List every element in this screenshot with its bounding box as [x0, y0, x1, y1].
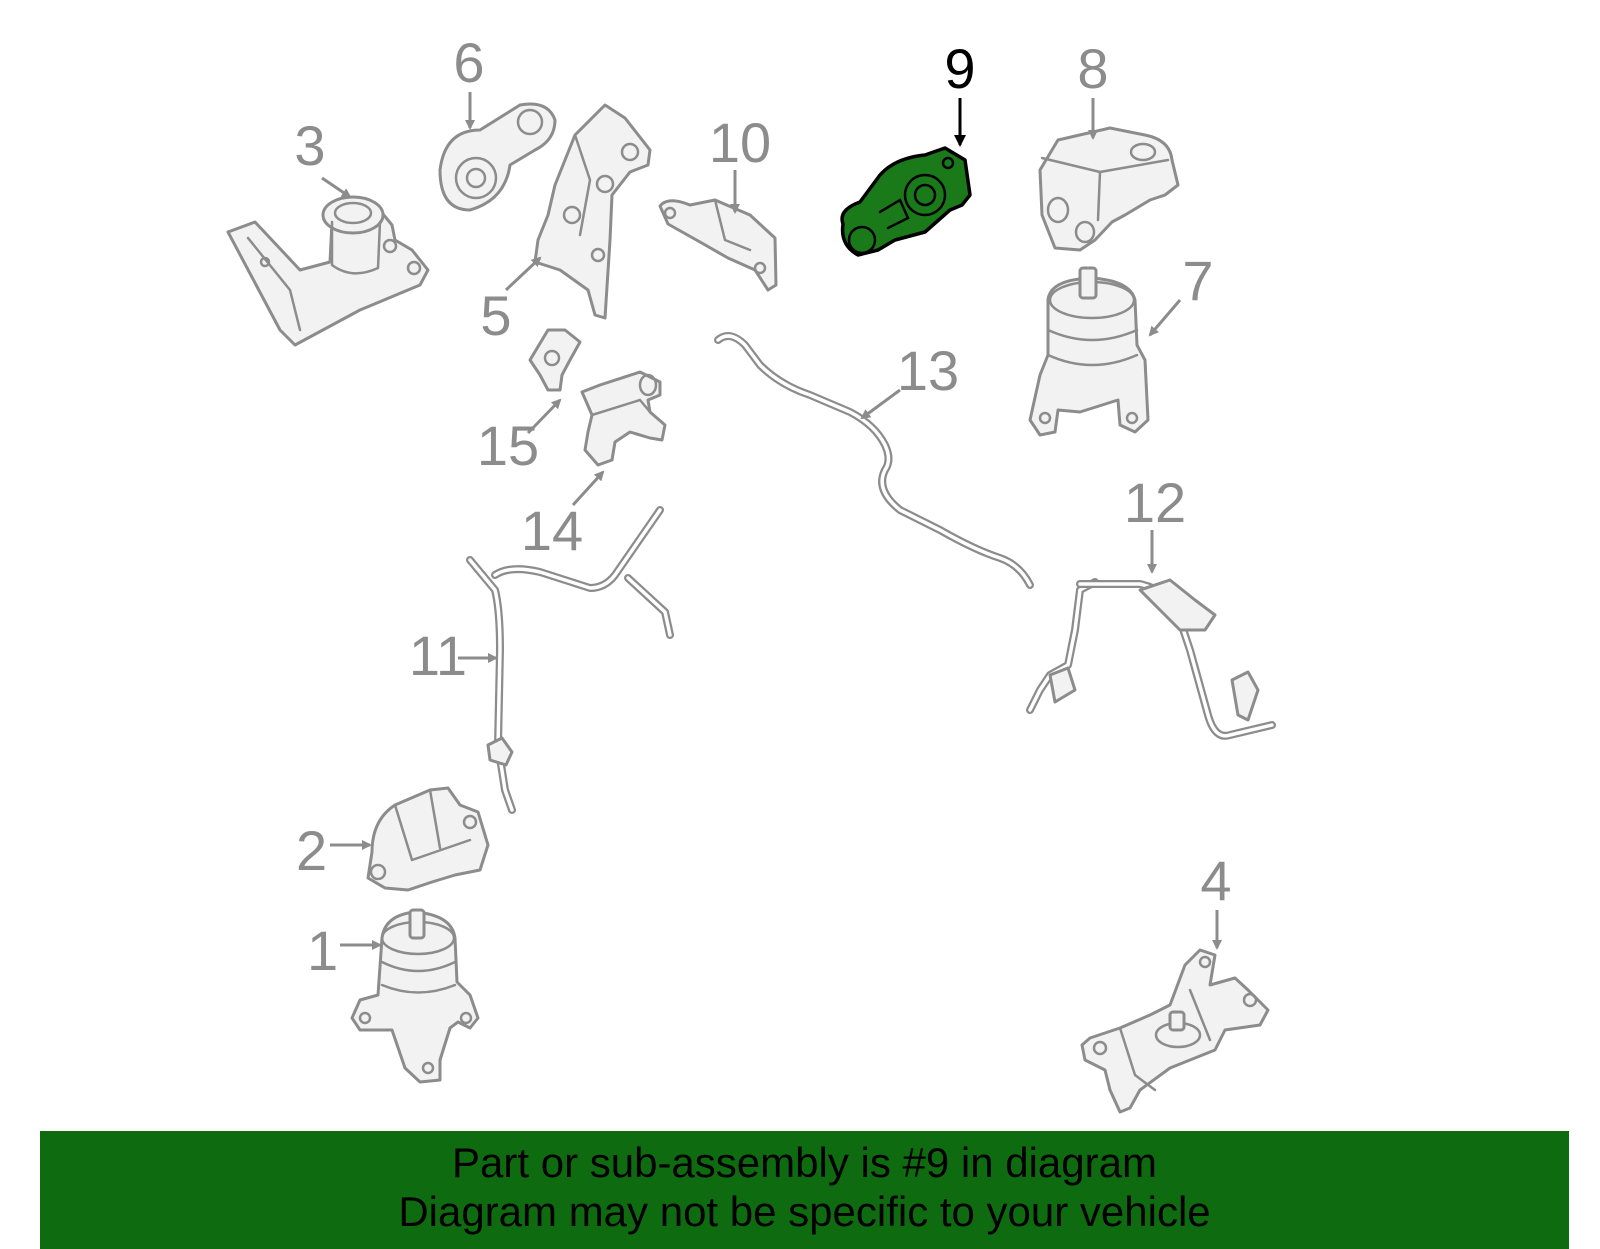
part-8-mount-housing[interactable] — [1038, 126, 1180, 252]
callout-labels: 1 2 3 4 5 6 7 8 9 10 11 12 13 14 15 — [294, 31, 1231, 982]
part-13-hose[interactable] — [714, 332, 1034, 589]
leader-3 — [321, 176, 352, 199]
callout-3: 3 — [294, 114, 325, 177]
part-11-hose[interactable] — [466, 506, 674, 814]
part-2-bracket[interactable] — [366, 786, 490, 892]
part-3-engine-mount[interactable] — [226, 195, 430, 347]
part-7-engine-mount[interactable] — [1028, 266, 1150, 437]
leader-lines — [321, 92, 1222, 950]
callout-14: 14 — [521, 499, 583, 562]
part-4-mount-bracket[interactable] — [1080, 948, 1270, 1114]
callout-9: 9 — [944, 37, 975, 100]
callout-2: 2 — [296, 819, 327, 882]
part-12-hose[interactable] — [1026, 578, 1276, 740]
callout-10: 10 — [709, 111, 771, 174]
callout-4: 4 — [1200, 849, 1231, 912]
leader-5 — [504, 256, 542, 292]
part-5-bracket[interactable] — [533, 103, 652, 320]
callout-5: 5 — [480, 284, 511, 347]
part-1-engine-mount[interactable] — [350, 908, 480, 1084]
leader-7 — [1148, 299, 1182, 337]
banner-line-2: Diagram may not be specific to your vehi… — [398, 1188, 1211, 1235]
callout-8: 8 — [1077, 37, 1108, 100]
callout-7: 7 — [1182, 249, 1213, 312]
callout-6: 6 — [453, 31, 484, 94]
callout-1: 1 — [307, 919, 338, 982]
callout-13: 13 — [897, 339, 959, 402]
banner-line-1: Part or sub-assembly is #9 in diagram — [452, 1139, 1157, 1186]
leader-13 — [860, 388, 901, 420]
part-10-bracket[interactable] — [658, 198, 778, 292]
info-banner: Part or sub-assembly is #9 in diagram Di… — [40, 1131, 1569, 1249]
part-15-small-bracket[interactable] — [528, 328, 582, 392]
leader-14 — [571, 470, 605, 507]
callout-12: 12 — [1124, 471, 1186, 534]
callout-11: 11 — [409, 624, 467, 687]
part-9-highlighted-mount[interactable] — [840, 146, 972, 257]
part-14-valve[interactable] — [580, 370, 667, 467]
part-6-torque-rod[interactable] — [438, 102, 557, 212]
leader-15 — [526, 398, 562, 435]
callout-15: 15 — [477, 414, 539, 477]
